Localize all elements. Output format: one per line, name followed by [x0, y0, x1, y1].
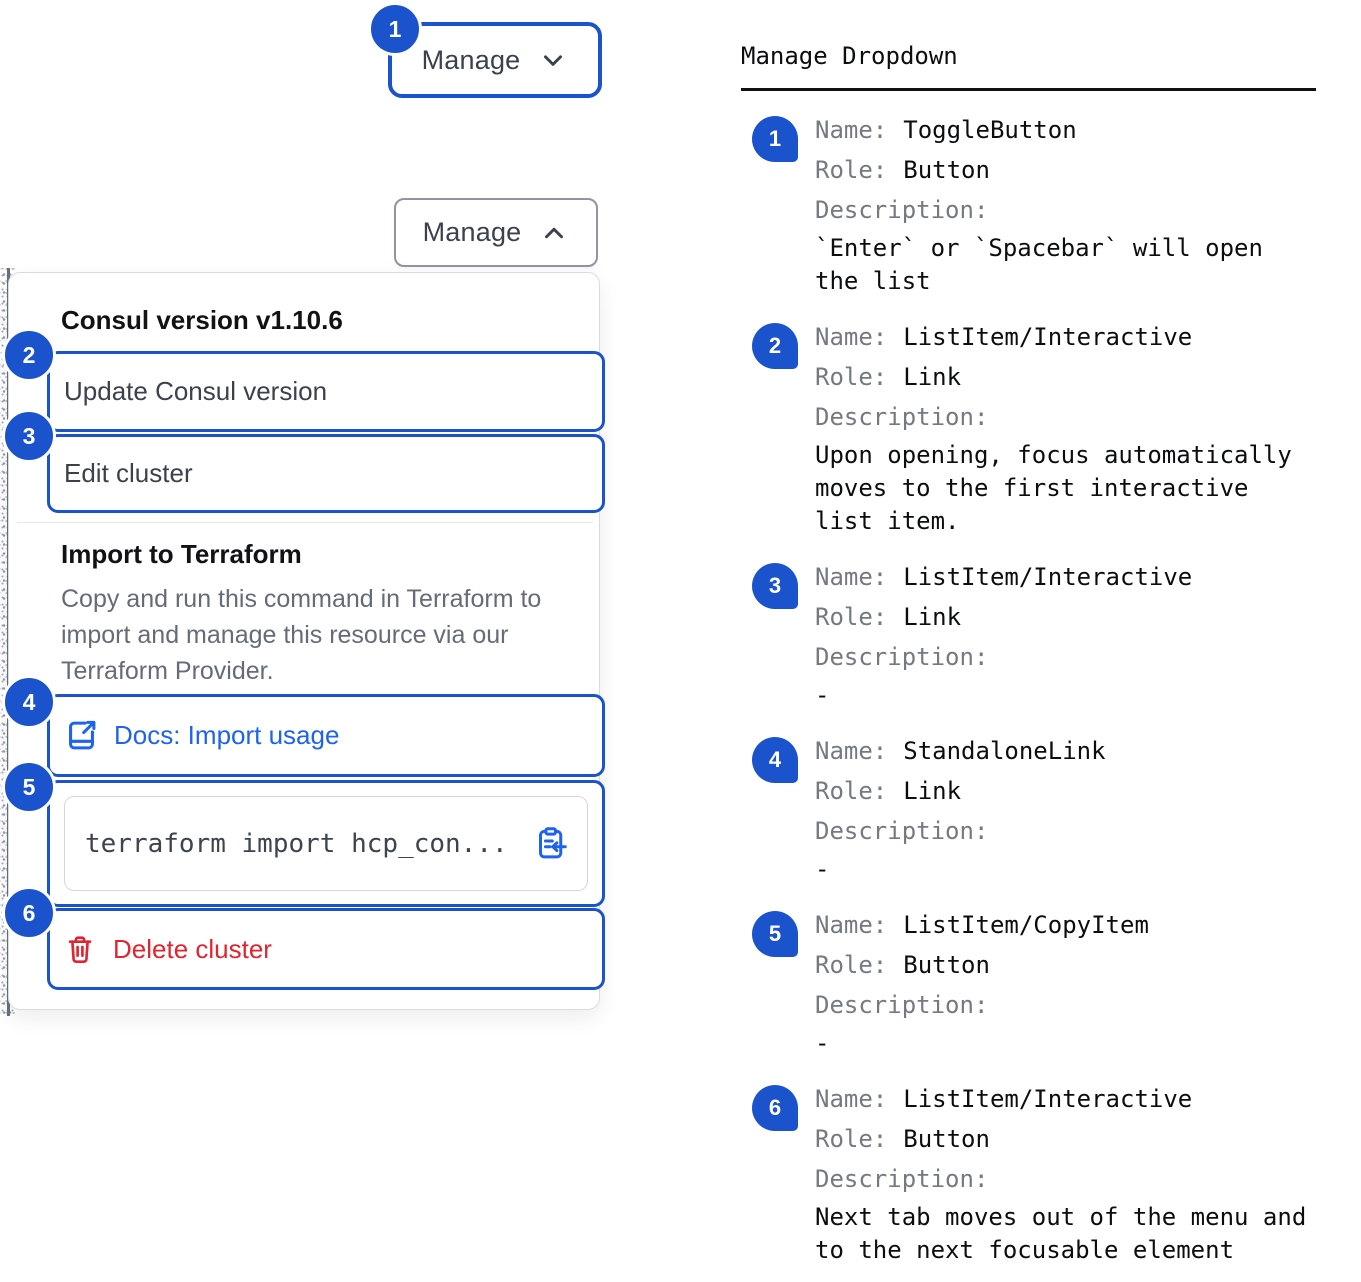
- doc-panel-title: Manage Dropdown: [741, 42, 958, 70]
- name-label: Name:: [815, 911, 888, 939]
- role-label: Role:: [815, 603, 888, 631]
- manage-button-label: Manage: [421, 44, 521, 75]
- name-label: Name:: [815, 116, 888, 144]
- name-label: Name:: [815, 563, 888, 591]
- description-label: Description:: [815, 817, 989, 845]
- annotation-badge-2: 2: [2, 328, 56, 382]
- role-value: Button: [903, 156, 990, 184]
- doc-item-5: 5 Name: ListItem/CopyItem Role: Button Des…: [741, 905, 1341, 1060]
- role-value: Link: [903, 777, 962, 805]
- doc-badge-3: 3: [752, 563, 798, 609]
- description-value: Upon opening, focus automatically moves …: [815, 441, 1292, 535]
- annotation-badge-4: 4: [2, 675, 56, 729]
- doc-badge-2: 2: [752, 323, 798, 369]
- doc-item-4: 4 Name: StandaloneLink Role: Link Descript…: [741, 731, 1341, 886]
- description-value: -: [815, 855, 830, 883]
- manage-toggle-button-open[interactable]: Manage: [394, 198, 598, 267]
- role-label: Role:: [815, 951, 888, 979]
- import-terraform-title: Import to Terraform: [61, 539, 302, 569]
- menu-item-docs-import-usage[interactable]: Docs: Import usage: [47, 694, 605, 777]
- consul-version-header: Consul version v1.10.6: [61, 305, 343, 335]
- description-label: Description:: [815, 643, 989, 671]
- doc-item-6: 6 Name:ListItem/Interactive Role:Button …: [741, 1079, 1341, 1267]
- description-value: Next tab moves out of the menu and to th…: [815, 1203, 1307, 1264]
- role-value: Link: [903, 603, 962, 631]
- doc-item-2: 2 Name: ListItem/Interactive Role: Link De…: [741, 317, 1341, 538]
- name-value: ListItem/Interactive: [903, 323, 1193, 351]
- name-label: Name:: [815, 737, 888, 765]
- menu-item-edit-cluster[interactable]: Edit cluster: [47, 434, 605, 513]
- name-label: Name:: [815, 323, 888, 351]
- description-label: Description:: [815, 1165, 989, 1193]
- name-label: Name:: [815, 1085, 888, 1113]
- name-value: StandaloneLink: [903, 737, 1106, 765]
- doc-item-3: 3 Name: ListItem/Interactive Role: Link De…: [741, 557, 1341, 712]
- description-label: Description:: [815, 403, 989, 431]
- role-label: Role:: [815, 156, 888, 184]
- role-label: Role:: [815, 777, 888, 805]
- description-value: -: [815, 681, 830, 709]
- manage-button-label: Manage: [422, 217, 522, 247]
- terraform-command-copy-field[interactable]: terraform import hcp_con...: [64, 796, 588, 891]
- role-value: Button: [903, 1125, 990, 1153]
- doc-item-list: 1 Name: ToggleButton Role: Button Descript…: [741, 110, 1341, 1282]
- role-value: Button: [903, 951, 990, 979]
- name-value: ListItem/Interactive: [903, 1085, 1193, 1113]
- name-value: ListItem/Interactive: [903, 563, 1193, 591]
- description-value: -: [815, 1029, 830, 1057]
- annotation-badge-1: 1: [368, 2, 422, 56]
- chevron-up-icon: [545, 227, 564, 238]
- terraform-command-text: terraform import hcp_con...: [85, 828, 508, 859]
- name-value: ToggleButton: [903, 116, 1077, 144]
- annotation-badge-6: 6: [2, 886, 56, 940]
- doc-badge-1: 1: [752, 116, 798, 162]
- manage-dropdown-menu: Consul version v1.10.6 Update Consul ver…: [8, 272, 605, 1010]
- menu-divider: [17, 522, 593, 523]
- doc-badge-4: 4: [752, 737, 798, 783]
- role-label: Role:: [815, 1125, 888, 1153]
- doc-badge-5: 5: [752, 911, 798, 957]
- chevron-down-icon: [544, 55, 563, 66]
- role-label: Role:: [815, 363, 888, 391]
- import-terraform-description: Copy and run this command in Terraform t…: [61, 585, 542, 685]
- doc-badge-6: 6: [752, 1085, 798, 1131]
- description-label: Description:: [815, 196, 989, 224]
- menu-item-delete-cluster[interactable]: Delete cluster: [47, 908, 605, 990]
- description-value: `Enter` or `Spacebar` will open the list: [815, 234, 1263, 295]
- doc-item-1: 1 Name: ToggleButton Role: Button Descript…: [741, 110, 1341, 298]
- annotation-badge-3: 3: [2, 409, 56, 463]
- annotation-badge-5: 5: [2, 760, 56, 814]
- doc-panel-rule: [741, 88, 1316, 91]
- role-value: Link: [903, 363, 962, 391]
- clipboard-copy-icon[interactable]: [533, 826, 569, 862]
- docs-link-icon: [69, 720, 96, 750]
- trash-icon: [68, 936, 92, 964]
- menu-item-update-consul-version[interactable]: Update Consul version: [47, 351, 605, 432]
- description-label: Description:: [815, 991, 989, 1019]
- menu-item-copy-command: terraform import hcp_con...: [47, 780, 605, 907]
- manage-toggle-button-closed[interactable]: Manage: [388, 22, 602, 98]
- name-value: ListItem/CopyItem: [903, 911, 1149, 939]
